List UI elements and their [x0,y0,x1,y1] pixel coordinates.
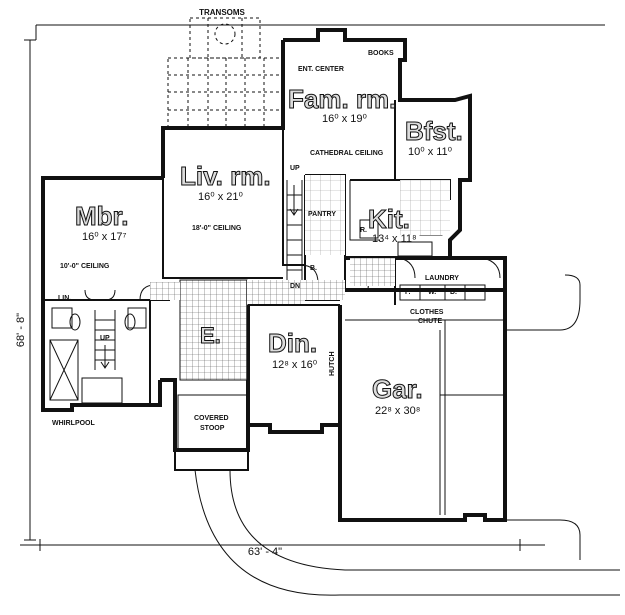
label-dryer: D. [450,289,457,296]
exterior-walls [41,28,507,522]
room-dining-name: Din. [268,328,317,358]
transoms-label: TRANSOMS [199,8,245,17]
tiled-floor [150,175,450,381]
label-pantry: PANTRY [308,211,336,218]
room-breakfast-name: Bfst. [405,116,463,146]
label-bath-b: B. [310,265,317,272]
dimension-lines [20,24,605,551]
label-laundry: LAUNDRY [425,275,459,282]
room-garage-size: 22⁸ x 30⁸ [375,405,420,417]
overall-depth-label: 68' - 8" [15,313,27,347]
label-covered-stoop-1: COVERED [194,415,229,422]
stoop-and-walk [174,274,620,596]
label-hutch: HUTCH [329,352,336,377]
room-entry-name: E. [200,323,221,348]
label-up-bath: UP [100,335,110,342]
label-down-stair: DN [290,283,300,290]
room-master-size: 16⁰ x 17⁷ [82,231,126,243]
room-dining-size: 12⁸ x 16⁰ [272,359,318,371]
room-family-note: CATHEDRAL CEILING [310,150,384,157]
room-kitchen-size: 13⁴ x 11⁸ [372,233,417,245]
transoms [167,17,284,129]
label-ent-center: ENT. CENTER [298,66,344,73]
room-master-name: Mbr. [75,201,128,231]
room-living-name: Liv. rm. [180,161,271,191]
label-clothes-chute-2: CHUTE [418,318,442,325]
overall-width-label: 63' - 4" [248,546,282,558]
label-clothes-chute-1: CLOTHES [410,309,444,316]
label-up-stair: UP [290,165,300,172]
label-linen: LIN. [58,295,71,302]
label-books: BOOKS [368,50,394,57]
label-covered-stoop-2: STOOP [200,425,225,432]
interior-walls [43,100,505,515]
room-master-note: 10'-0" CEILING [60,263,110,270]
label-whirlpool: WHIRLPOOL [52,420,95,427]
room-family-name: Fam. rm. [288,84,396,114]
room-living-note: 18'-0" CEILING [192,225,242,232]
label-washer: W. [428,289,436,296]
room-family-size: 16⁰ x 19⁰ [322,113,367,125]
label-freezer: F. [405,289,411,296]
room-breakfast-size: 10⁰ x 11⁰ [408,146,453,158]
room-garage-name: Gar. [372,374,423,404]
label-refrigerator: R. [360,227,367,234]
room-living-size: 16⁰ x 21⁰ [198,191,243,203]
room-kitchen-name: Kit. [368,204,410,234]
